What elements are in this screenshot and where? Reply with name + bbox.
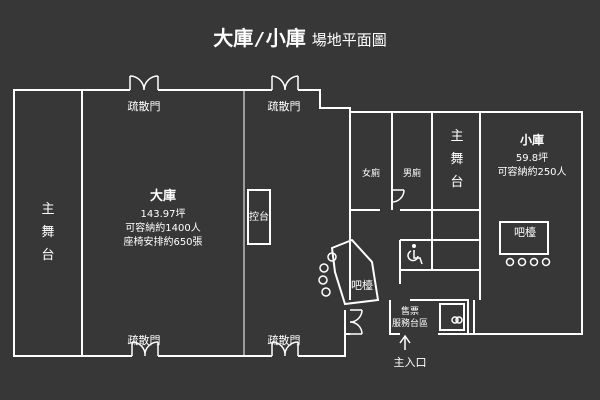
svg-text:主: 主 — [450, 129, 463, 144]
svg-text:台: 台 — [41, 248, 54, 263]
ticket-service-label: 售票 服務台區 — [392, 305, 428, 329]
title-small-hall: 小庫 — [265, 26, 306, 50]
small-hall-name: 小庫 — [520, 132, 544, 147]
bar-right-outline — [499, 221, 549, 255]
title-separator: / — [256, 29, 263, 50]
svg-text:台: 台 — [450, 175, 463, 190]
small-hall-wall — [349, 108, 583, 335]
svg-text:舞: 舞 — [450, 152, 463, 167]
control-booth — [247, 189, 271, 245]
exit-label-bottom-right: 疏散門 — [268, 333, 301, 347]
small-hall-capacity: 可容納約250人 — [497, 165, 566, 178]
wheelchair-icon — [407, 244, 423, 265]
small-hall-area: 59.8坪 — [516, 151, 548, 164]
control-label: 控台 — [249, 210, 269, 223]
svg-text:服務台區: 服務台區 — [392, 317, 428, 329]
svg-text:售票: 售票 — [401, 305, 419, 317]
womens-restroom-label: 女廁 — [362, 167, 380, 179]
entrance-arrow — [399, 334, 411, 350]
svg-text:主: 主 — [41, 202, 54, 217]
main-entrance-label: 主入口 — [394, 356, 427, 369]
exit-label-top-left: 疏散門 — [128, 99, 161, 113]
door-icon — [129, 75, 405, 357]
main-stage-right-label: 主 舞 台 — [450, 129, 463, 190]
svg-text:舞: 舞 — [41, 225, 54, 240]
big-hall-name: 大庫 — [150, 188, 176, 204]
title-suffix: 場地平面圖 — [311, 31, 387, 49]
bar-right-label: 吧檯 — [514, 225, 536, 239]
exit-label-bottom-left: 疏散門 — [128, 333, 161, 347]
bar-left-outline — [330, 238, 380, 306]
big-hall-capacity: 可容納約1400人 — [125, 221, 200, 234]
mens-restroom-label: 男廁 — [403, 167, 421, 179]
map-title: 大庫/小庫場地平面圖 — [0, 22, 600, 51]
title-big-hall: 大庫 — [213, 26, 254, 50]
bar-left-label: 吧檯 — [351, 278, 373, 292]
big-hall-area: 143.97坪 — [141, 207, 186, 220]
main-stage-left-label: 主 舞 台 — [41, 202, 54, 263]
ticket-counter — [439, 303, 465, 331]
entrance-walls — [345, 299, 474, 335]
bar-stools — [318, 252, 551, 324]
big-hall-seating: 座椅安排約650張 — [123, 235, 202, 248]
exit-label-top-right: 疏散門 — [268, 99, 301, 113]
outer-wall — [13, 89, 351, 357]
